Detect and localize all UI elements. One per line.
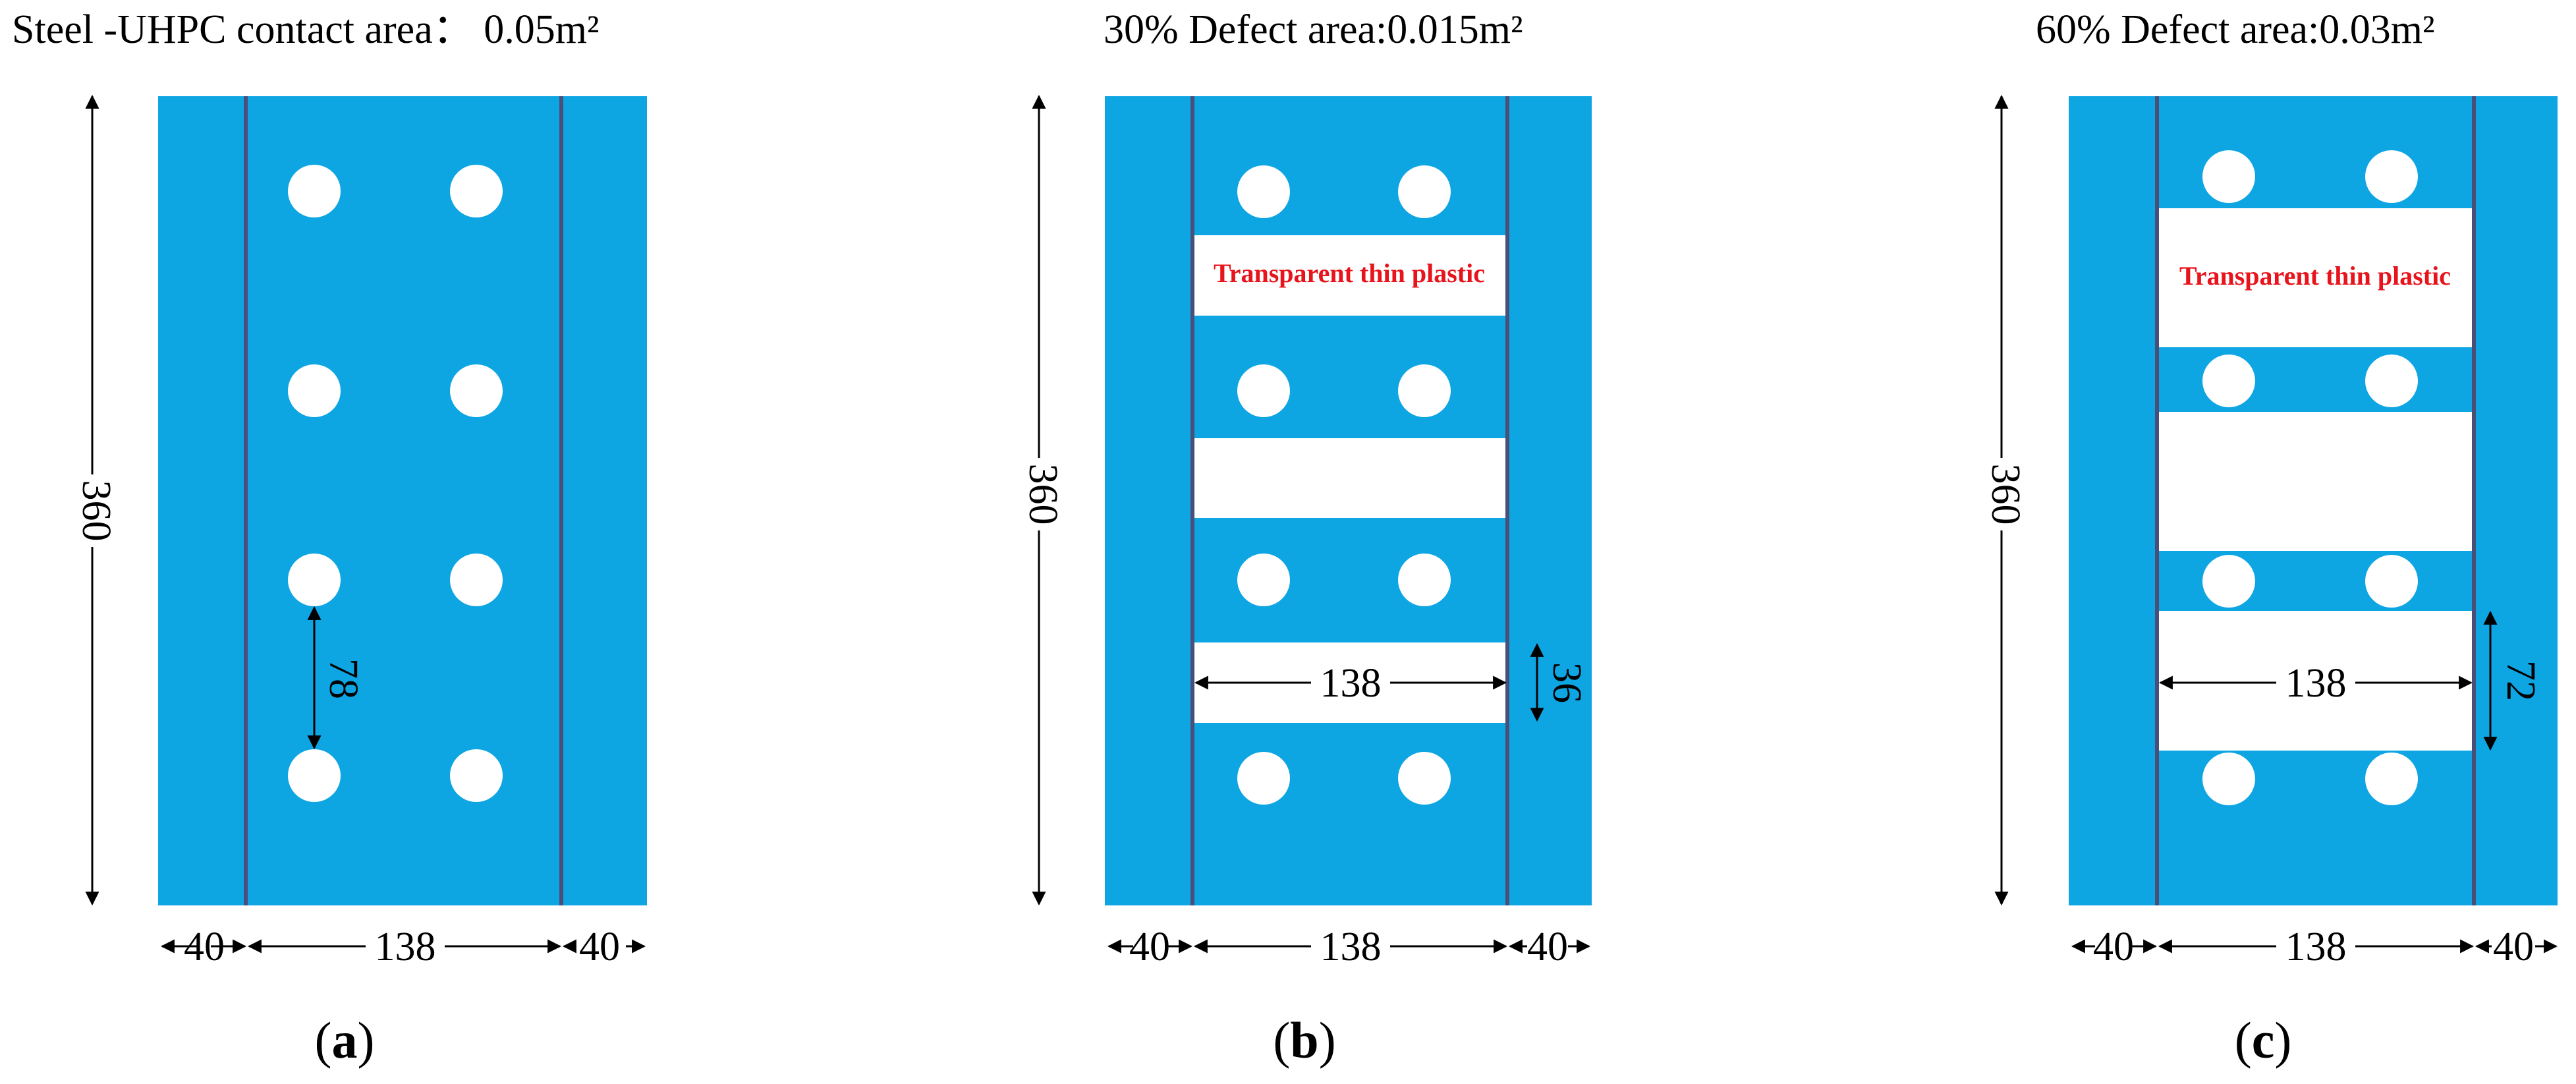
panel-b-title: 30% Defect area:0.015m² <box>1104 7 1523 52</box>
stud-hole <box>1237 165 1290 218</box>
panel-a: Steel -UHPC contact area： 0.05m² 360 78 <box>12 7 647 1069</box>
defect-height-label-b: 36 <box>1544 662 1589 703</box>
stud-hole <box>450 364 503 417</box>
plastic-label-c: Transparent thin plastic <box>2179 261 2451 291</box>
height-label-c: 360 <box>1983 464 2028 525</box>
stud-hole <box>1237 554 1290 606</box>
stud-hole <box>288 165 341 217</box>
bottom-label-left-b: 40 <box>1129 925 1170 969</box>
bottom-label-middle-c: 138 <box>2285 925 2347 969</box>
steel-plate-a <box>158 96 647 905</box>
stud-hole <box>288 749 341 802</box>
spacing-label-a: 78 <box>321 658 366 699</box>
stud-hole <box>450 554 503 606</box>
stud-hole <box>1398 752 1451 805</box>
stud-holes-b <box>1237 165 1451 805</box>
stud-hole <box>1398 364 1451 417</box>
stud-hole <box>2365 355 2418 407</box>
stud-hole <box>1237 752 1290 805</box>
plastic-strip <box>2158 412 2473 551</box>
panel-b-caption: (b) <box>1273 1012 1335 1069</box>
bottom-label-middle-a: 138 <box>375 925 436 969</box>
stud-hole <box>2365 555 2418 608</box>
stud-hole <box>2202 150 2255 203</box>
defect-width-label-c: 138 <box>2285 661 2347 706</box>
stud-hole <box>1398 554 1451 606</box>
stud-hole <box>1398 165 1451 218</box>
height-label-b: 360 <box>1021 464 1065 525</box>
panel-a-caption: (a) <box>315 1012 375 1069</box>
bottom-label-middle-b: 138 <box>1320 925 1382 969</box>
stud-hole <box>2365 753 2418 805</box>
stud-hole <box>2365 150 2418 203</box>
bottom-label-right-a: 40 <box>579 925 620 969</box>
plastic-label-b: Transparent thin plastic <box>1214 258 1485 288</box>
defect-width-label-b: 138 <box>1320 661 1382 706</box>
panel-c: 60% Defect area:0.03m² Transparent thin … <box>1982 7 2558 1069</box>
bottom-label-right-c: 40 <box>2493 925 2534 969</box>
plastic-strip <box>2158 208 2473 347</box>
plastic-strips-c <box>2158 208 2473 751</box>
stud-hole <box>450 165 503 217</box>
stud-hole <box>2202 555 2255 608</box>
stud-hole <box>450 749 503 802</box>
panel-c-title: 60% Defect area:0.03m² <box>2036 7 2435 52</box>
height-label-a: 360 <box>74 480 119 542</box>
stud-holes-c <box>2202 150 2418 805</box>
stud-holes-a <box>288 165 503 802</box>
plastic-strip <box>1194 235 1507 316</box>
stud-hole <box>1237 364 1290 417</box>
panel-c-caption: (c) <box>2235 1012 2292 1069</box>
plastic-strip <box>1194 438 1507 518</box>
stud-hole <box>2202 753 2255 805</box>
defect-height-label-c: 72 <box>2498 660 2543 701</box>
stud-hole <box>288 554 341 606</box>
stud-hole <box>288 364 341 417</box>
panel-b: 30% Defect area:0.015m² Transparent thin… <box>1019 7 1592 1069</box>
panel-a-title: Steel -UHPC contact area： 0.05m² <box>12 7 600 52</box>
stud-hole <box>2202 355 2255 407</box>
bottom-label-right-b: 40 <box>1527 925 1568 969</box>
bottom-label-left-c: 40 <box>2093 925 2134 969</box>
plastic-strips-b <box>1194 235 1507 723</box>
plastic-strip <box>2158 611 2473 751</box>
bottom-label-left-a: 40 <box>184 925 225 969</box>
